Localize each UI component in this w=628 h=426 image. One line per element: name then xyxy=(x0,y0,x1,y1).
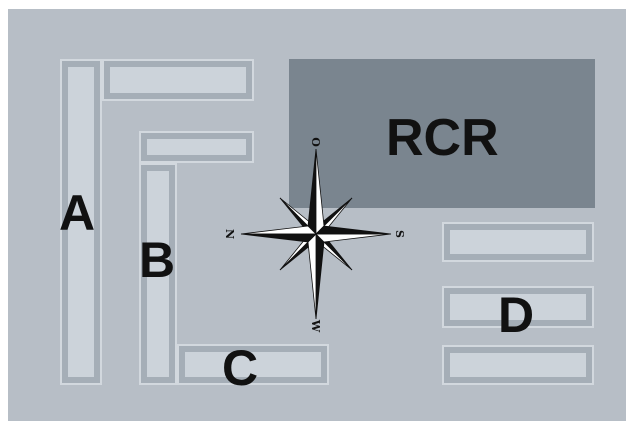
building-d-bar-1 xyxy=(442,222,594,262)
building-c-label: C xyxy=(222,340,259,396)
compass-rose-icon: O N S W xyxy=(223,137,406,333)
rcr-label: RCR xyxy=(386,109,499,167)
compass-top-label: O xyxy=(309,137,322,147)
building-d-bar-3 xyxy=(442,345,594,385)
compass-right-label: S xyxy=(393,230,406,238)
building-d-label: D xyxy=(498,287,535,343)
compass-left-label: N xyxy=(223,229,236,239)
rcr-building xyxy=(289,59,595,208)
building-c xyxy=(177,344,329,385)
building-b-top-wing xyxy=(139,131,254,163)
campus-map: RCR A B C D O N S W xyxy=(8,9,626,421)
building-d-bar-2 xyxy=(442,286,594,328)
building-a-label: A xyxy=(59,185,96,241)
building-b-vertical xyxy=(139,163,177,385)
building-a-wing xyxy=(102,59,254,101)
building-b-label: B xyxy=(139,232,176,288)
building-a-vertical xyxy=(60,59,102,385)
compass-bottom-label: W xyxy=(309,319,322,333)
